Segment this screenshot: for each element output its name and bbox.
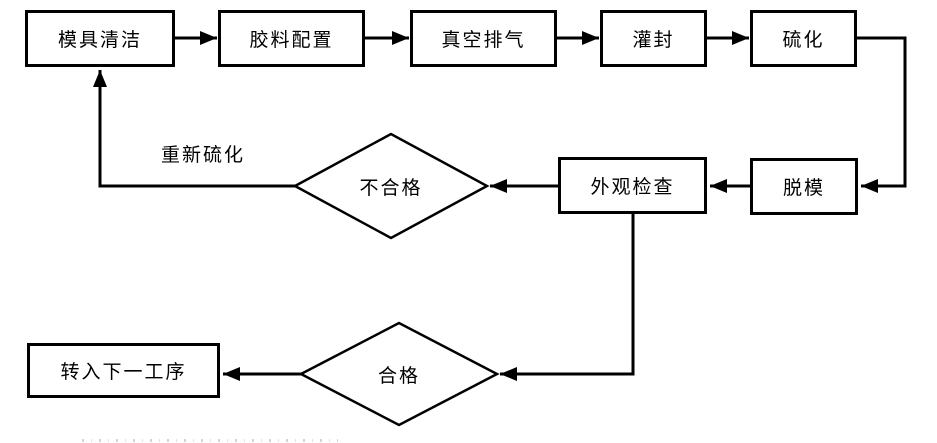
node-rubber-preparation: 胶料配置 [218, 10, 365, 67]
revulcanize-edge-label: 重新硫化 [160, 144, 245, 166]
edge-vulcanization-to-demolding [857, 36, 907, 193]
node-visual-inspection: 外观检查 [558, 157, 707, 214]
edge-fail-to-mold-cleaning [93, 70, 295, 188]
node-potting: 灌封 [600, 10, 707, 67]
node-next-process: 转入下一工序 [27, 343, 220, 398]
node-vacuum-degassing: 真空排气 [410, 10, 557, 67]
node-vulcanization: 硫化 [750, 10, 857, 67]
edge-inspection-to-pass [500, 214, 635, 381]
node-mold-cleaning: 模具清洁 [25, 10, 175, 67]
fail-decision-diamond [292, 132, 490, 240]
cropped-caption-remnant [82, 439, 338, 442]
pass-decision-label: 合格 [377, 365, 420, 387]
pass-decision-diamond [298, 321, 500, 427]
fail-decision-label: 不合格 [359, 177, 423, 199]
node-demolding: 脱模 [750, 158, 858, 215]
